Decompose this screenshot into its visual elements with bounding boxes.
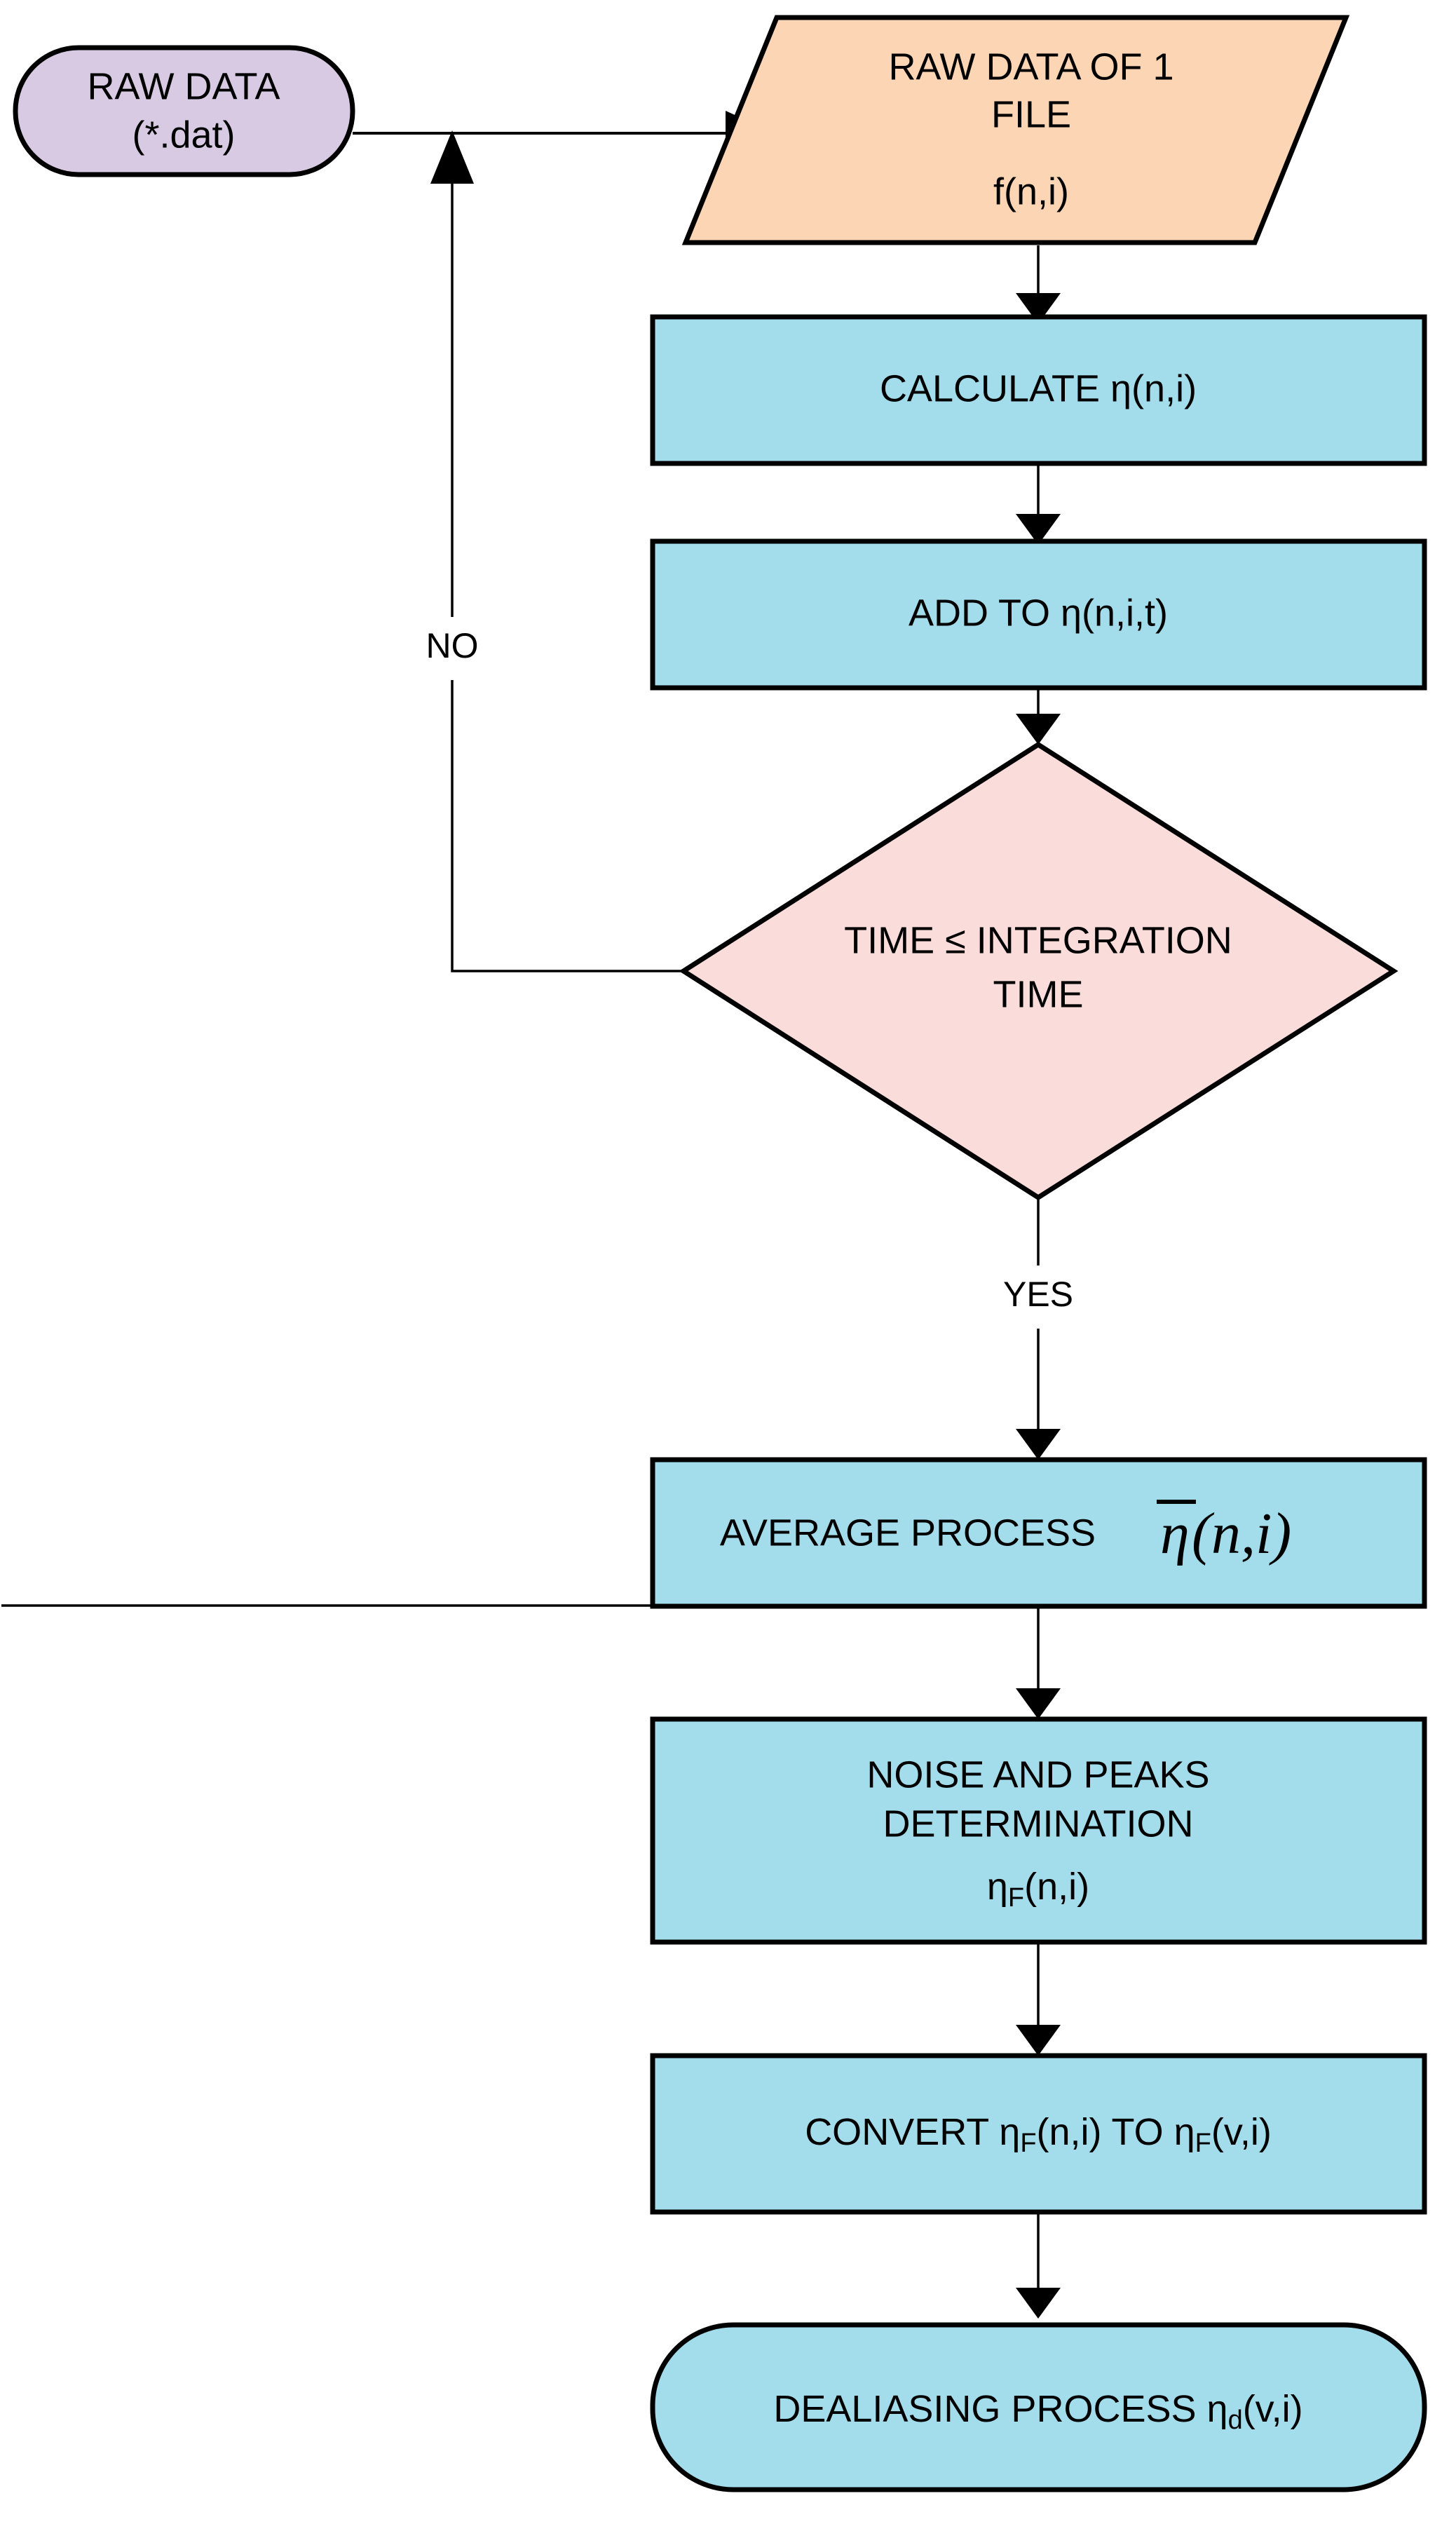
formula-eta-args: (n,i)	[1192, 1501, 1291, 1566]
noise-formula-subscript: F	[1008, 1883, 1024, 1913]
edge-calculate-to-add	[1016, 463, 1061, 545]
node-raw-data-file[interactable]: RAW DATA OF 1 FILE f(n,i)	[681, 15, 1350, 245]
dealiasing-prefix: DEALIASING PROCESS	[773, 2388, 1206, 2430]
node-convert-eta[interactable]: CONVERT ηF(n,i) TO ηF(v,i)	[650, 2053, 1427, 2215]
dealiasing-symbol-1: η	[1207, 2388, 1228, 2430]
edge-decision-yes: YES	[992, 1197, 1090, 1460]
node-raw-data-line-2: (*.dat)	[132, 114, 235, 156]
node-noise-peaks-formula: ηF(n,i)	[987, 1866, 1089, 1913]
edge-convert-to-dealiasing	[1016, 2212, 1061, 2319]
node-add-to-eta[interactable]: ADD TO η(n,i,t)	[650, 538, 1427, 691]
edge-label-no: NO	[426, 626, 479, 665]
convert-args-2: (v,i)	[1211, 2111, 1272, 2153]
node-time-check[interactable]: TIME ≤ INTEGRATION TIME	[679, 741, 1399, 1201]
node-average-process-formula: η (n,i)	[1157, 1500, 1291, 1566]
node-raw-data-file-line-3: f(n,i)	[993, 170, 1069, 212]
edge-label-yes: YES	[1003, 1275, 1073, 1314]
node-convert-eta-label: CONVERT ηF(n,i) TO ηF(v,i)	[805, 2111, 1272, 2158]
edge-raw-to-file	[353, 111, 775, 156]
formula-eta-symbol: η	[1160, 1501, 1190, 1566]
convert-sub-1: F	[1020, 2129, 1036, 2158]
node-raw-data[interactable]: RAW DATA (*.dat)	[13, 45, 355, 177]
node-noise-peaks-line-1: NOISE AND PEAKS	[866, 1753, 1209, 1796]
node-calculate-eta-label: CALCULATE η(n,i)	[880, 367, 1197, 409]
node-time-check-line-2: TIME	[993, 973, 1084, 1015]
noise-formula-symbol: η	[987, 1866, 1008, 1908]
convert-middle: TO	[1102, 2111, 1174, 2153]
convert-sub-2: F	[1195, 2129, 1211, 2158]
edge-file-to-calculate	[1016, 245, 1061, 324]
convert-symbol-1: η	[999, 2111, 1020, 2153]
edge-decision-no-loop: NO	[410, 130, 683, 972]
node-average-process[interactable]: AVERAGE PROCESS η (n,i)	[650, 1457, 1427, 1609]
node-dealiasing[interactable]: DEALIASING PROCESS ηd(v,i)	[650, 2322, 1427, 2492]
svg-text:ηF(n,i): ηF(n,i)	[987, 1866, 1089, 1913]
convert-symbol-2: η	[1174, 2111, 1195, 2153]
dealiasing-args-1: (v,i)	[1243, 2388, 1303, 2430]
convert-prefix: CONVERT	[805, 2111, 999, 2153]
node-add-to-eta-label: ADD TO η(n,i,t)	[909, 592, 1168, 634]
node-noise-peaks-line-2: DETERMINATION	[883, 1803, 1194, 1845]
edge-add-to-decision	[1016, 687, 1061, 745]
node-raw-data-line-1: RAW DATA	[88, 65, 280, 107]
node-average-process-label: AVERAGE PROCESS	[720, 1512, 1096, 1554]
convert-args-1: (n,i)	[1037, 2111, 1102, 2153]
dealiasing-sub-1: d	[1228, 2406, 1243, 2435]
node-noise-peaks[interactable]: NOISE AND PEAKS DETERMINATION ηF(n,i)	[650, 1716, 1427, 1945]
noise-formula-args: (n,i)	[1024, 1866, 1089, 1908]
node-time-check-line-1: TIME ≤ INTEGRATION	[844, 919, 1232, 961]
node-calculate-eta[interactable]: CALCULATE η(n,i)	[650, 314, 1427, 466]
edge-noise-to-convert	[1016, 1942, 1061, 2056]
node-dealiasing-label: DEALIASING PROCESS ηd(v,i)	[773, 2388, 1302, 2435]
node-raw-data-file-line-2: FILE	[991, 93, 1071, 135]
edge-average-to-noise	[1, 1604, 1061, 1719]
node-raw-data-file-line-1: RAW DATA OF 1	[888, 46, 1173, 88]
